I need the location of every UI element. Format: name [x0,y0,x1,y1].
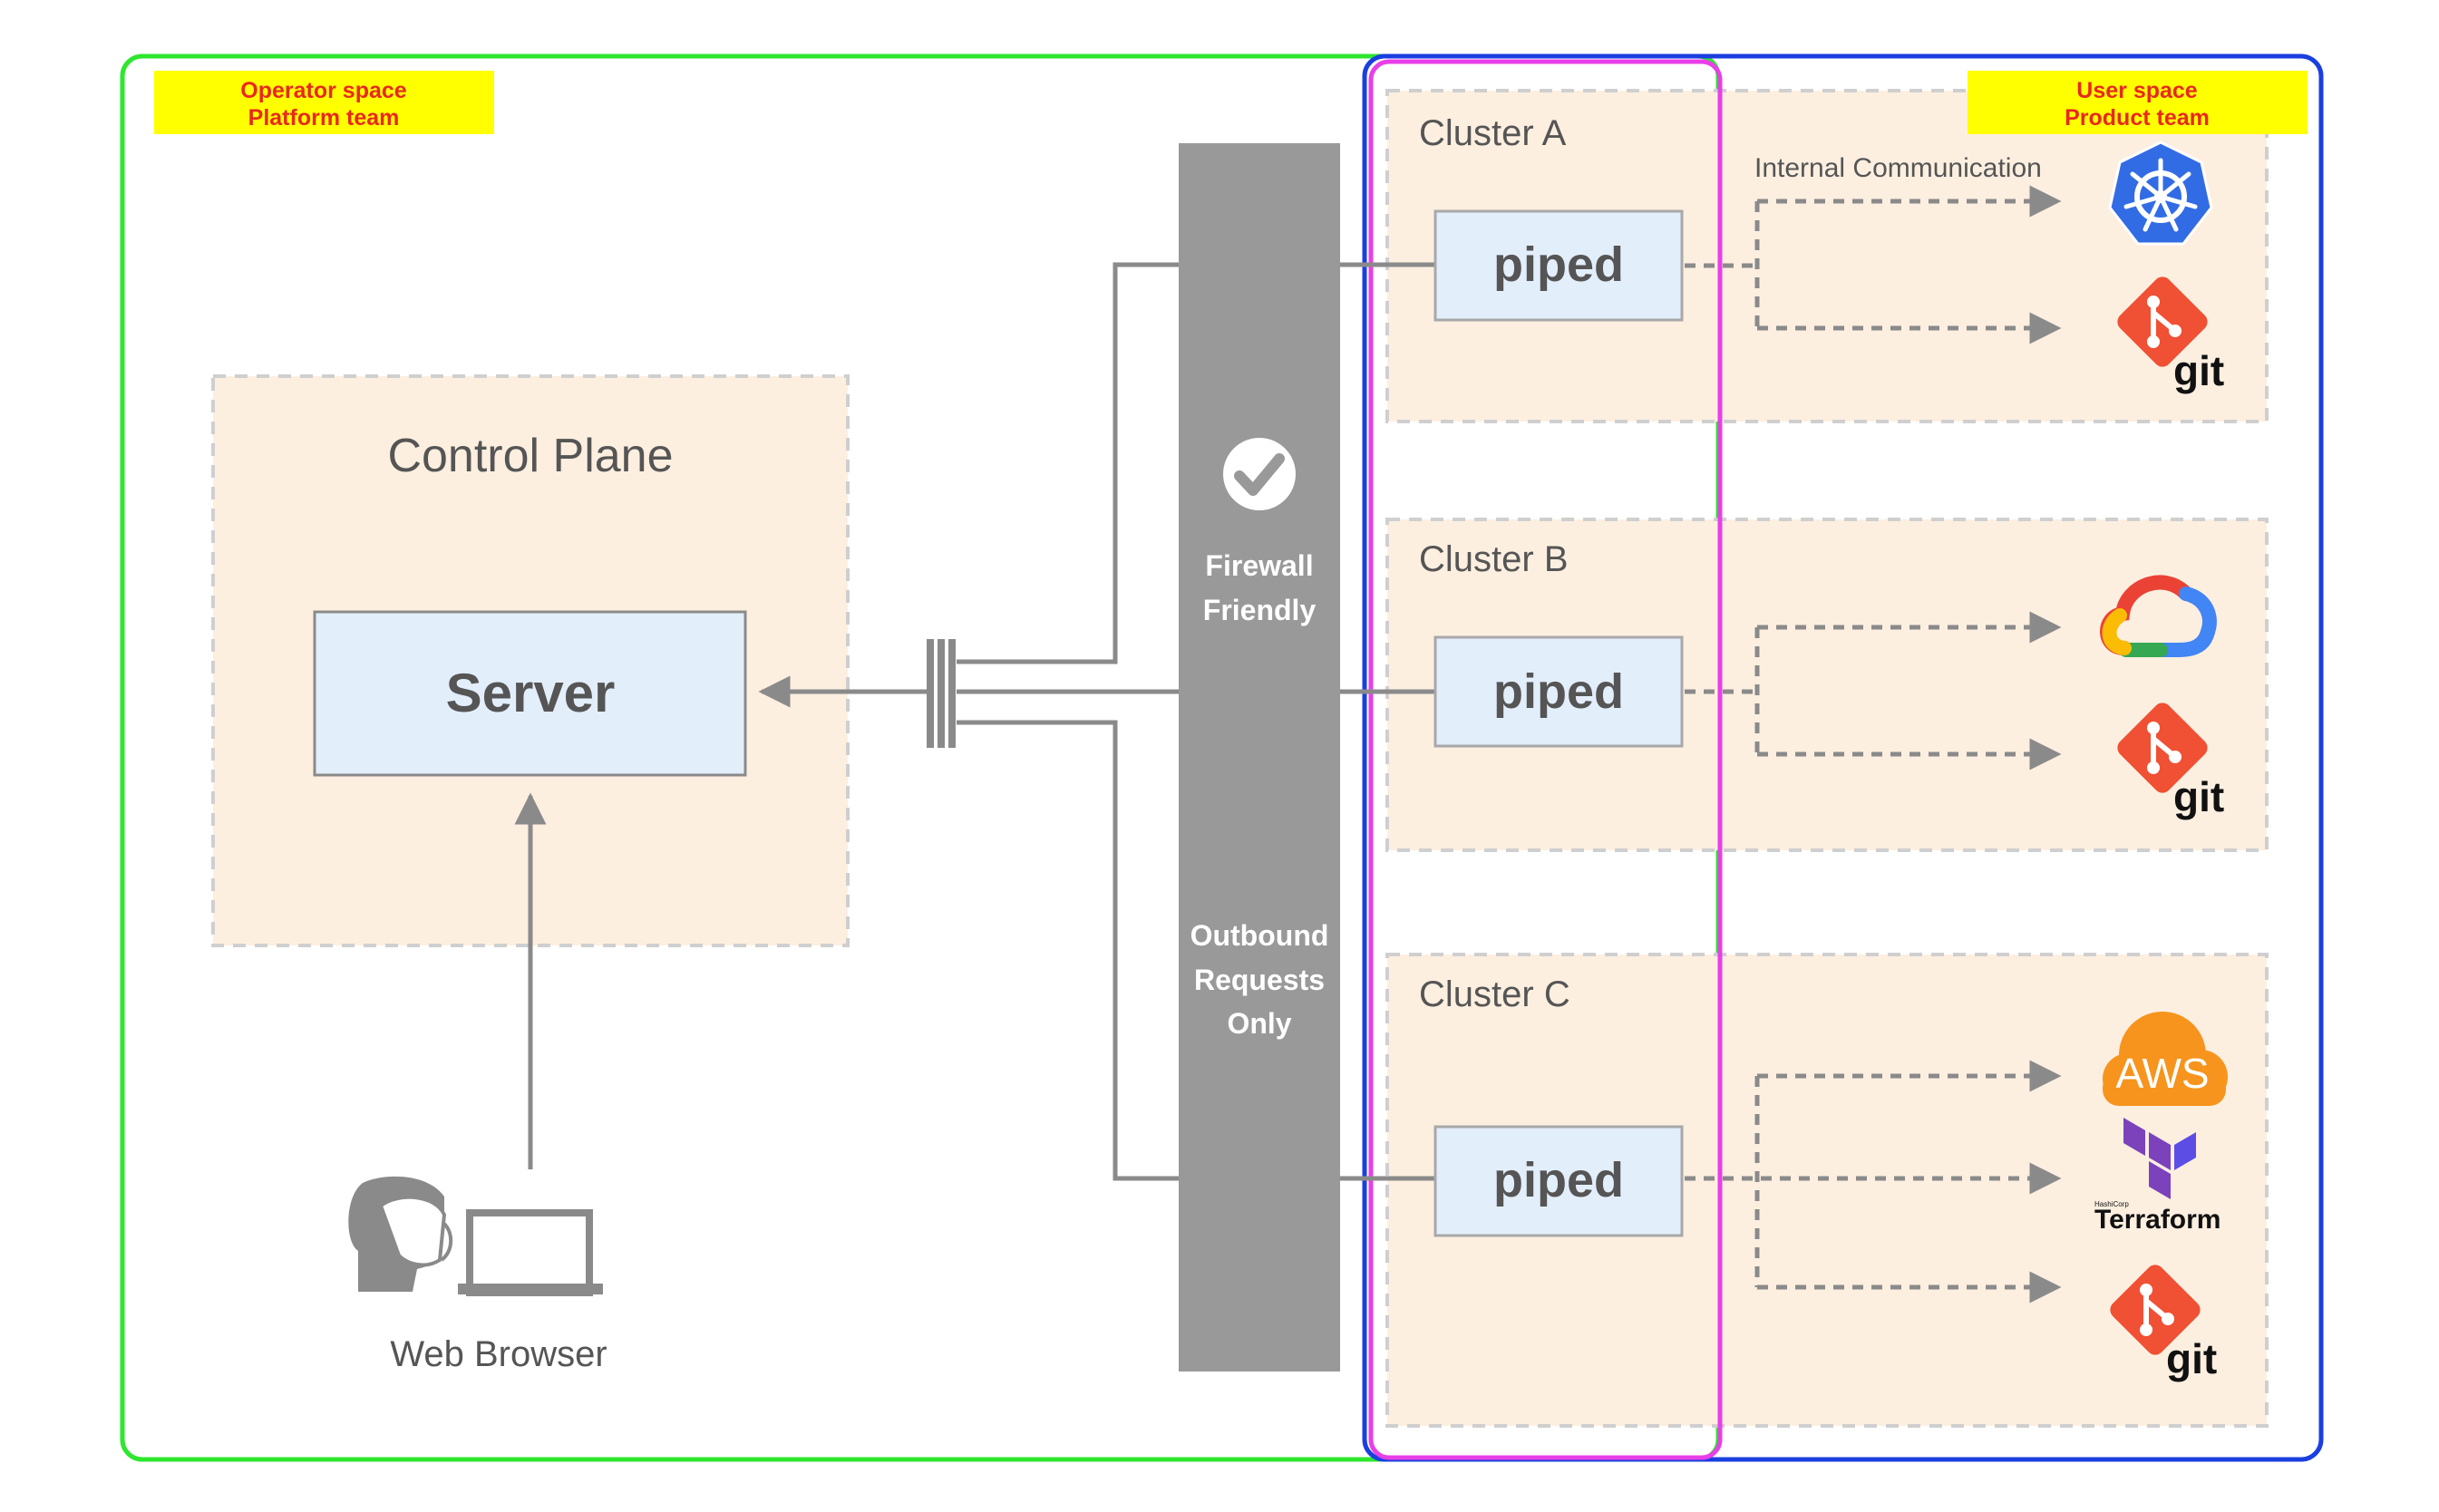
git-icon-c: git [2110,1265,2217,1382]
cluster-c-panel [1385,953,2269,1428]
operator-label-line2: Platform team [248,105,400,131]
internal-communication-label: Internal Communication [1754,153,2042,183]
piped-box-c: piped [1433,1125,1684,1237]
kubernetes-icon [2108,141,2213,246]
operator-space-label: Operator space Platform team [154,71,494,134]
check-icon [1223,438,1296,510]
cluster-b-title: Cluster B [1419,539,1569,579]
firewall-bar [1179,143,1340,1371]
cluster-c-title: Cluster C [1419,974,1570,1014]
git-text-a: git [2173,347,2224,394]
cluster-a-title: Cluster A [1419,113,1567,153]
control-plane-title: Control Plane [387,430,673,482]
piped-highlight-border [1368,59,1723,1460]
firewall-label-line2: Friendly [1203,594,1317,626]
cluster-a-dashed-arrows [1685,185,2062,344]
cluster-b-dashed-arrows [1685,611,2062,771]
laptop-icon [458,1209,603,1296]
piped-label-a: piped [1493,237,1624,292]
firewall-to-piped-lines [1340,262,1437,1181]
aws-icon: AWS [2103,1012,2228,1106]
server-box: Server [313,610,747,777]
piped-box-a: piped [1433,209,1684,322]
git-icon-b: git [2117,703,2224,820]
outbound-label-line2: Requests [1194,964,1325,996]
git-icon-a: git [2117,276,2224,394]
outbound-label-line3: Only [1227,1007,1291,1040]
user-space-label: User space Product team [1968,71,2308,134]
user-label-line2: Product team [2065,105,2210,131]
user-masked-icon [348,1176,453,1292]
piped-label-c: piped [1493,1153,1624,1207]
firewall-label-line1: Firewall [1205,549,1313,582]
terraform-text: Terraform [2094,1205,2220,1235]
connection-bracket-icon [927,639,956,748]
git-text-c: git [2166,1335,2217,1382]
user-label-line1: User space [2076,78,2198,103]
piped-label-b: piped [1493,664,1624,719]
aws-text: AWS [2115,1050,2209,1097]
user-space-border [1362,53,2324,1462]
outbound-label-line1: Outbound [1190,919,1329,952]
git-text-b: git [2173,773,2224,820]
google-cloud-icon [2100,575,2217,657]
cluster-c-dashed-arrows [1685,1060,2062,1304]
piped-box-b: piped [1433,635,1684,748]
operator-label-line1: Operator space [240,78,407,103]
terraform-icon: HashiCorp Terraform [2094,1118,2220,1235]
web-browser-label: Web Browser [390,1334,607,1374]
server-label: Server [446,663,616,723]
hashicorp-text: HashiCorp [2094,1200,2129,1208]
